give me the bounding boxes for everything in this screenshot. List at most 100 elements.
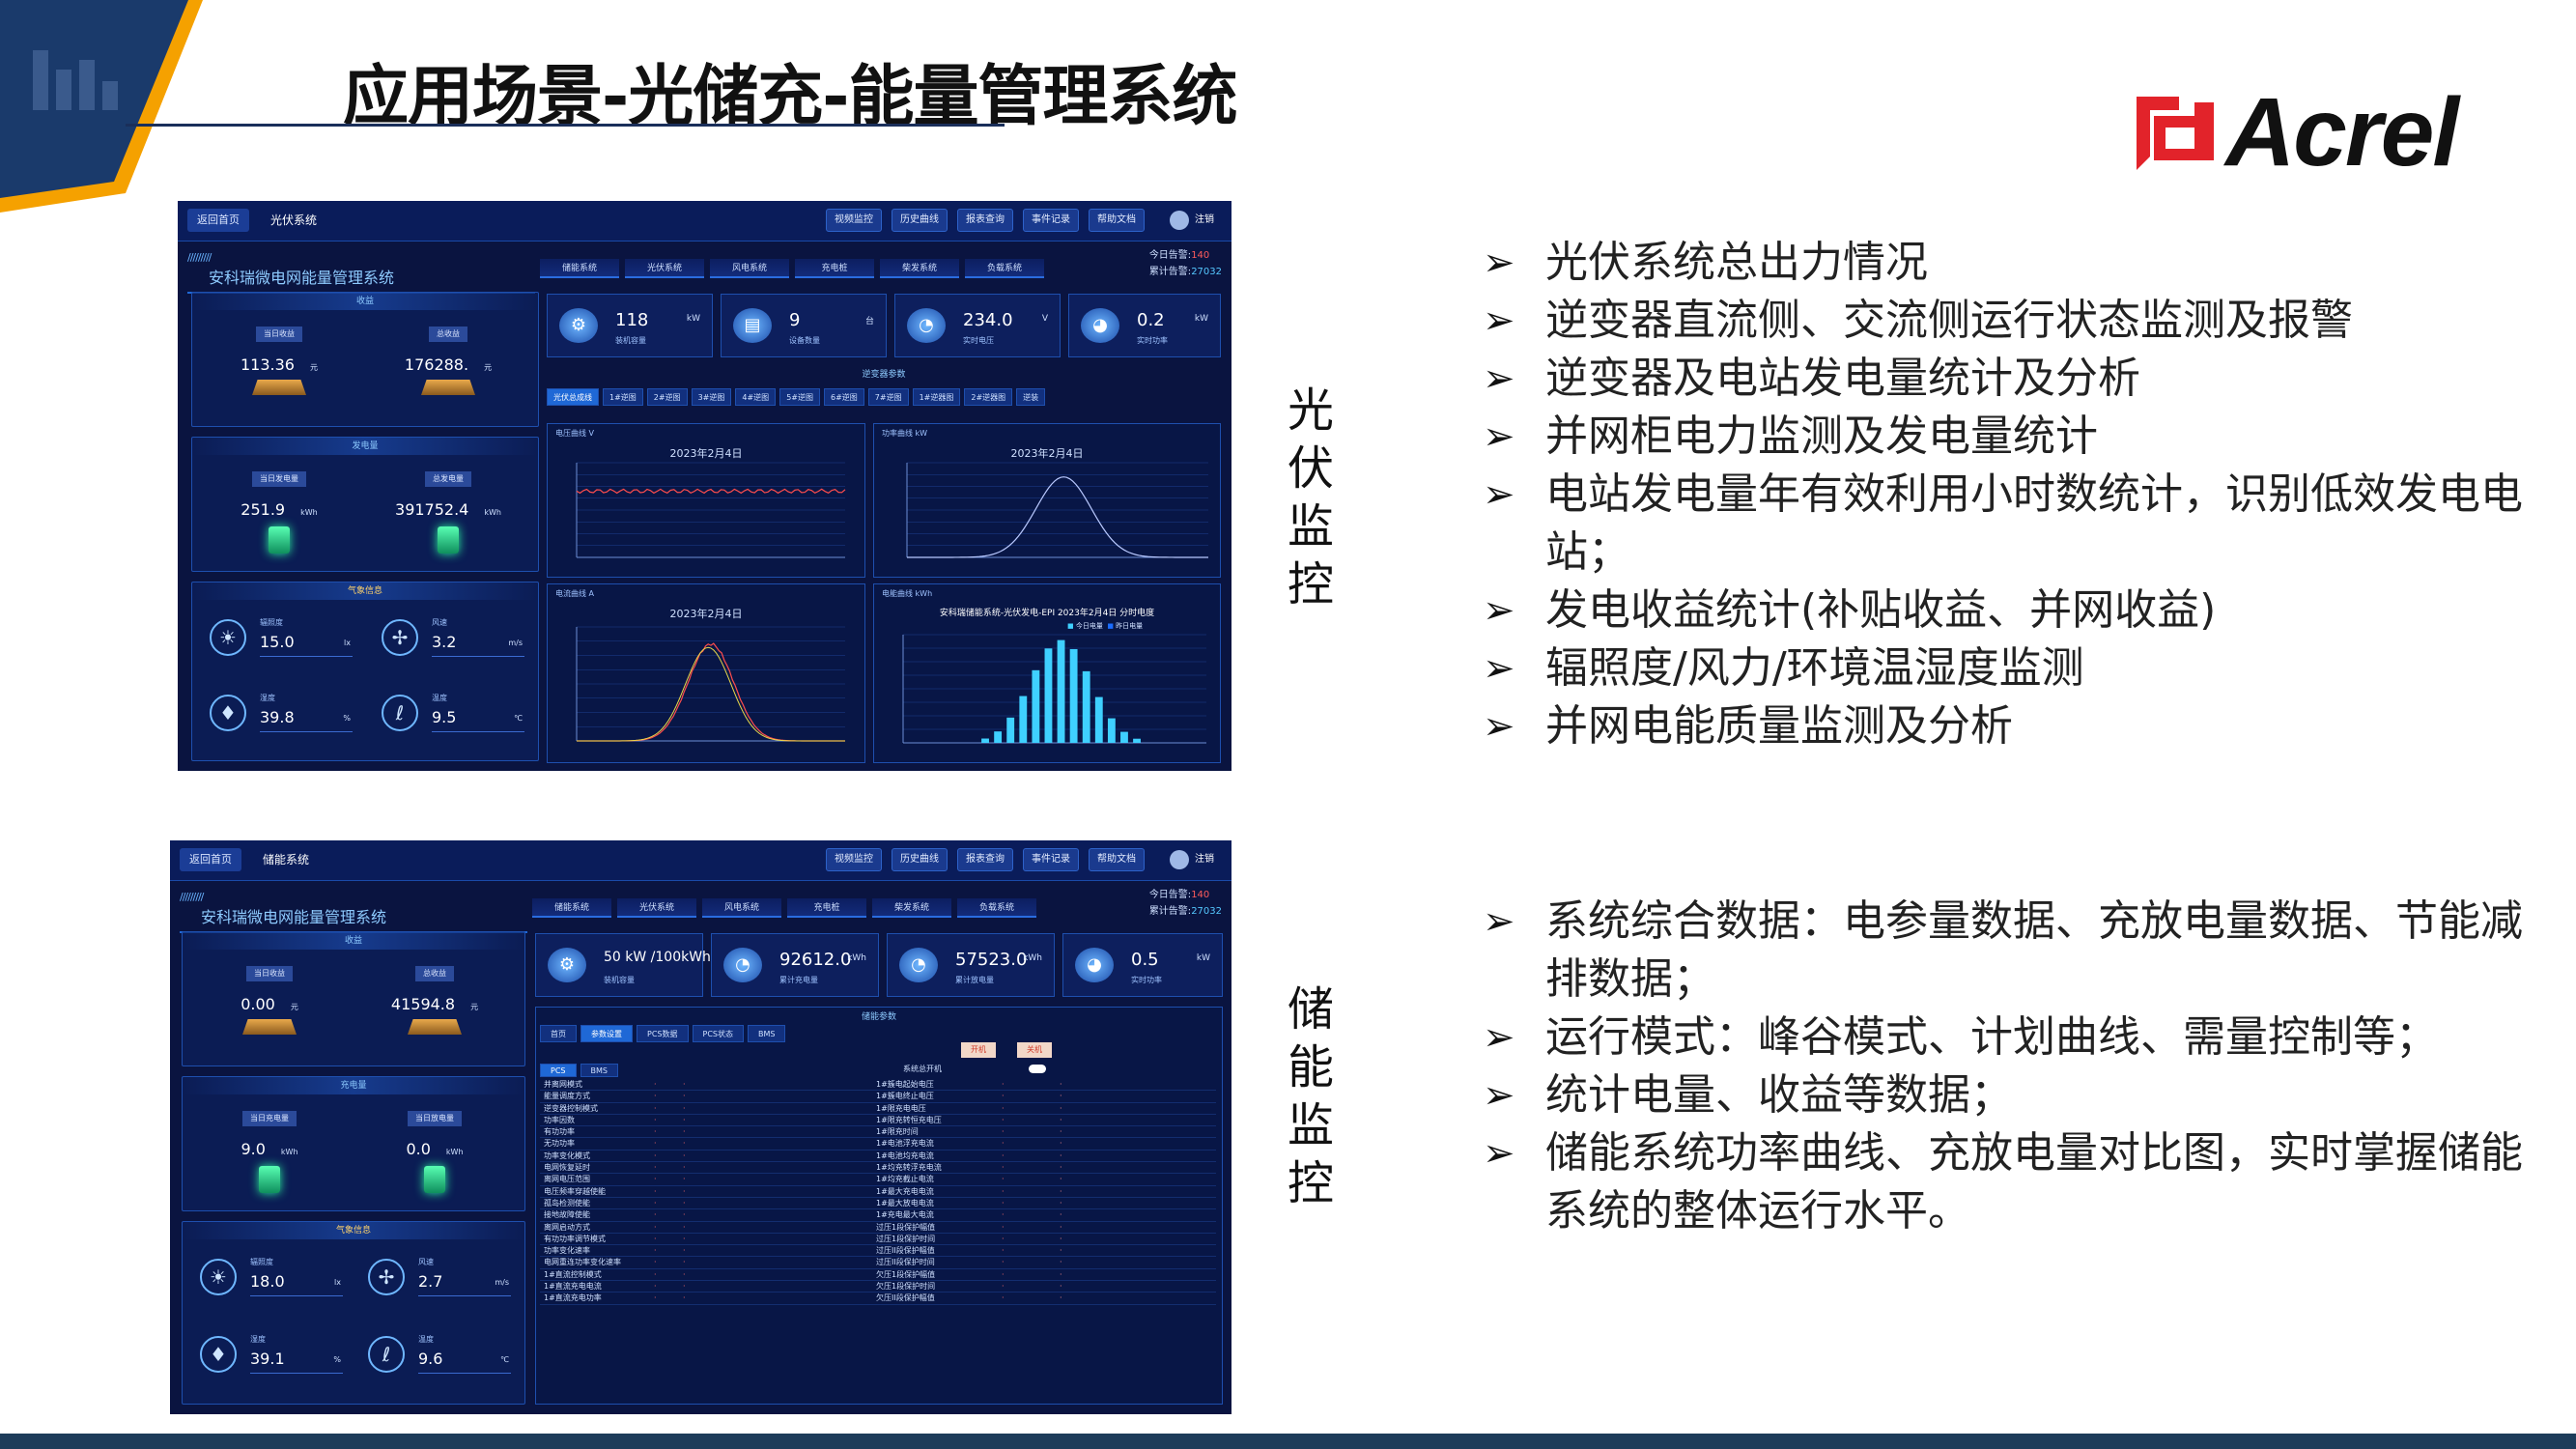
history-curve-button[interactable]: 历史曲线: [892, 209, 948, 232]
tab-home[interactable]: 首页: [540, 1025, 577, 1042]
report-query-button[interactable]: 报表查询: [957, 848, 1013, 871]
energy-bar: [1057, 639, 1065, 743]
tab-load[interactable]: 负载系统: [957, 898, 1036, 918]
history-curve-button[interactable]: 历史曲线: [892, 848, 948, 871]
help-doc-button[interactable]: 帮助文档: [1089, 209, 1145, 232]
top-bar: 返回首页 光伏系统 视频监控 历史曲线 报表查询 事件记录 帮助文档 注销: [178, 201, 1231, 242]
list-item: ➢并网电能质量监测及分析: [1483, 697, 2545, 755]
list-item: ➢系统综合数据：电参量数据、充放电量数据、节能减排数据；: [1483, 893, 2545, 1009]
subtab-7[interactable]: 7#逆图: [867, 388, 909, 406]
subtab-3[interactable]: 3#逆图: [691, 388, 732, 406]
tab-wind[interactable]: 风电系统: [710, 259, 789, 278]
help-doc-button[interactable]: 帮助文档: [1089, 848, 1145, 871]
voltage-series-line: [576, 488, 846, 495]
tab-pcs-status[interactable]: PCS状态: [692, 1025, 744, 1042]
subtab-1[interactable]: 1#逆图: [603, 388, 643, 406]
arrow-icon: ➢: [1483, 899, 1515, 944]
back-home-button[interactable]: 返回首页: [180, 848, 241, 871]
storage-params-panel: 储能参数 首页 参数设置 PCS数据 PCS状态 BMS 开机 关机 PCS B…: [535, 1007, 1223, 1405]
logout-button[interactable]: 注销: [1170, 209, 1214, 232]
table-row: 离网电压范围··1#均充截止电流··: [540, 1174, 1216, 1186]
event-log-button[interactable]: 事件记录: [1023, 848, 1079, 871]
discharge-gauge-icon: ◔: [899, 948, 938, 982]
back-home-button[interactable]: 返回首页: [187, 209, 249, 232]
table-row: 电网恢复延时··1#均充转浮充电流··: [540, 1162, 1216, 1175]
system-switch-toggle[interactable]: [1029, 1065, 1046, 1073]
tab-bms[interactable]: BMS: [748, 1025, 786, 1042]
tab-wind[interactable]: 风电系统: [702, 898, 781, 918]
table-row: 1#直流控制模式··欠压1段保护幅值··: [540, 1269, 1216, 1282]
tab-charger[interactable]: 充电桩: [787, 898, 866, 918]
tab-storage[interactable]: 储能系统: [532, 898, 611, 918]
thermometer-icon: ℓ: [368, 1336, 405, 1373]
arrow-icon: ➢: [1483, 646, 1515, 691]
power-on-button[interactable]: 开机: [961, 1042, 996, 1058]
logout-button[interactable]: 注销: [1170, 848, 1214, 871]
tab-diesel[interactable]: 柴发系统: [880, 259, 959, 278]
report-query-button[interactable]: 报表查询: [957, 209, 1013, 232]
capacity-icon: ⚙: [548, 948, 586, 982]
table-row: 逆变器控制模式··1#限充电电压··: [540, 1103, 1216, 1115]
tab-pcs[interactable]: PCS: [540, 1064, 577, 1077]
table-row: 接地故障使能··1#充电最大电流··: [540, 1209, 1216, 1222]
es-bullet-list: ➢系统综合数据：电参量数据、充放电量数据、节能减排数据； ➢运行模式：峰谷模式、…: [1483, 893, 2545, 1240]
acrel-logo-mark: [2137, 96, 2214, 170]
tab-bms-sub[interactable]: BMS: [580, 1064, 618, 1077]
subtab-2[interactable]: 2#逆图: [646, 388, 688, 406]
list-item: ➢辐照度/风力/环境温湿度监测: [1483, 639, 2545, 697]
tab-storage[interactable]: 储能系统: [540, 259, 619, 278]
table-row: 有功功率··1#限充时间··: [540, 1126, 1216, 1139]
arrow-icon: ➢: [1483, 1131, 1515, 1176]
chart-canvas: [902, 634, 1206, 744]
capacity-icon: ⚙: [559, 308, 598, 343]
chart-canvas: [576, 462, 846, 558]
subtab-5[interactable]: 5#逆图: [779, 388, 820, 406]
table-row: 并离网模式··1#簇电起始电压··: [540, 1079, 1216, 1092]
subtab-9[interactable]: 2#逆器图: [964, 388, 1013, 406]
arrow-icon: ➢: [1483, 1073, 1515, 1118]
list-item: ➢光伏系统总出力情况: [1483, 234, 2545, 292]
tab-pcs-data[interactable]: PCS数据: [637, 1025, 689, 1042]
chart-canvas: [906, 462, 1208, 558]
subtab-4[interactable]: 4#逆图: [735, 388, 777, 406]
footer-bar: [0, 1434, 2576, 1449]
tab-diesel[interactable]: 柴发系统: [872, 898, 951, 918]
system-name: 光伏系统: [270, 213, 318, 227]
title-underline: [126, 124, 1005, 127]
es-dashboard-screenshot: 返回首页 储能系统 视频监控 历史曲线 报表查询 事件记录 帮助文档 注销 //…: [170, 840, 1231, 1414]
chart-canvas: [576, 626, 845, 742]
subtab-6[interactable]: 6#逆图: [823, 388, 864, 406]
avatar-icon: [1170, 850, 1189, 869]
pv-dashboard-screenshot: 返回首页 光伏系统 视频监控 历史曲线 报表查询 事件记录 帮助文档 注销 //…: [178, 201, 1231, 771]
arrow-icon: ➢: [1483, 241, 1515, 285]
video-monitor-button[interactable]: 视频监控: [826, 209, 882, 232]
tab-pv[interactable]: 光伏系统: [617, 898, 696, 918]
table-row: 电压频率穿越使能··1#最大充电电流··: [540, 1186, 1216, 1198]
gold-stack-icon: [252, 380, 306, 395]
alarm-counter: 今日告警:140 累计告警:27032: [1148, 250, 1222, 277]
thermometer-icon: ℓ: [382, 695, 418, 731]
subtab-8[interactable]: 1#逆器图: [912, 388, 961, 406]
subtab-0[interactable]: 光伏总成线: [547, 388, 599, 406]
tab-param-settings[interactable]: 参数设置: [580, 1025, 633, 1042]
list-item: ➢逆变器及电站发电量统计及分析: [1483, 350, 2545, 408]
system-header: ///////// 安科瑞微电网能量管理系统: [187, 247, 535, 294]
table-row: 1#直流充电电流··欠压1段保护时间··: [540, 1281, 1216, 1293]
subtab-10[interactable]: 逆装: [1016, 388, 1046, 406]
tab-charger[interactable]: 充电桩: [795, 259, 874, 278]
power-off-button[interactable]: 关机: [1017, 1042, 1052, 1058]
power-gauge-icon: ◕: [1081, 308, 1119, 343]
tab-pv[interactable]: 光伏系统: [625, 259, 704, 278]
droplet-icon: ♦: [210, 695, 246, 731]
tab-load[interactable]: 负载系统: [965, 259, 1044, 278]
video-monitor-button[interactable]: 视频监控: [826, 848, 882, 871]
battery-icon: [424, 1166, 445, 1193]
event-log-button[interactable]: 事件记录: [1023, 209, 1079, 232]
